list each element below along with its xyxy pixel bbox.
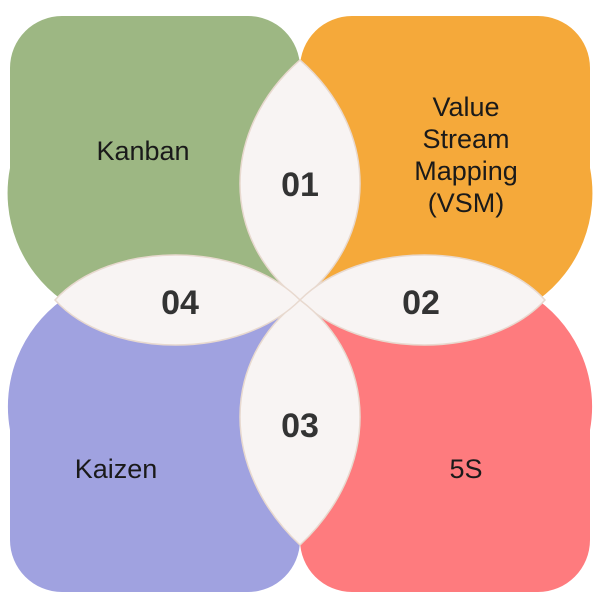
petal-label-line: Kanban <box>96 136 189 166</box>
petal-kaizen <box>7 300 300 592</box>
lens-number-top: 01 <box>281 166 319 204</box>
petal-label-line: Value <box>432 92 499 122</box>
petal-label-line: Kaizen <box>75 454 158 484</box>
lens-left <box>53 254 302 346</box>
petal-label-line: Mapping <box>414 156 518 186</box>
petal-label-5s: 5S <box>449 454 482 484</box>
petal-5s <box>300 300 593 592</box>
petal-label-kanban: Kanban <box>96 136 189 166</box>
petal-label-line: (VSM) <box>428 188 505 218</box>
petal-kanban <box>7 16 300 300</box>
petal-label-kaizen: Kaizen <box>75 454 158 484</box>
petal-label-line: 5S <box>449 454 482 484</box>
lens-right <box>298 254 547 346</box>
lens-bottom <box>239 299 361 547</box>
lens-number-left: 04 <box>161 284 199 322</box>
lens-number-right: 02 <box>402 284 440 322</box>
lens-number-bottom: 03 <box>281 407 319 445</box>
petal-value-stream-mapping <box>300 16 593 300</box>
petal-label-line: Stream <box>422 124 509 154</box>
